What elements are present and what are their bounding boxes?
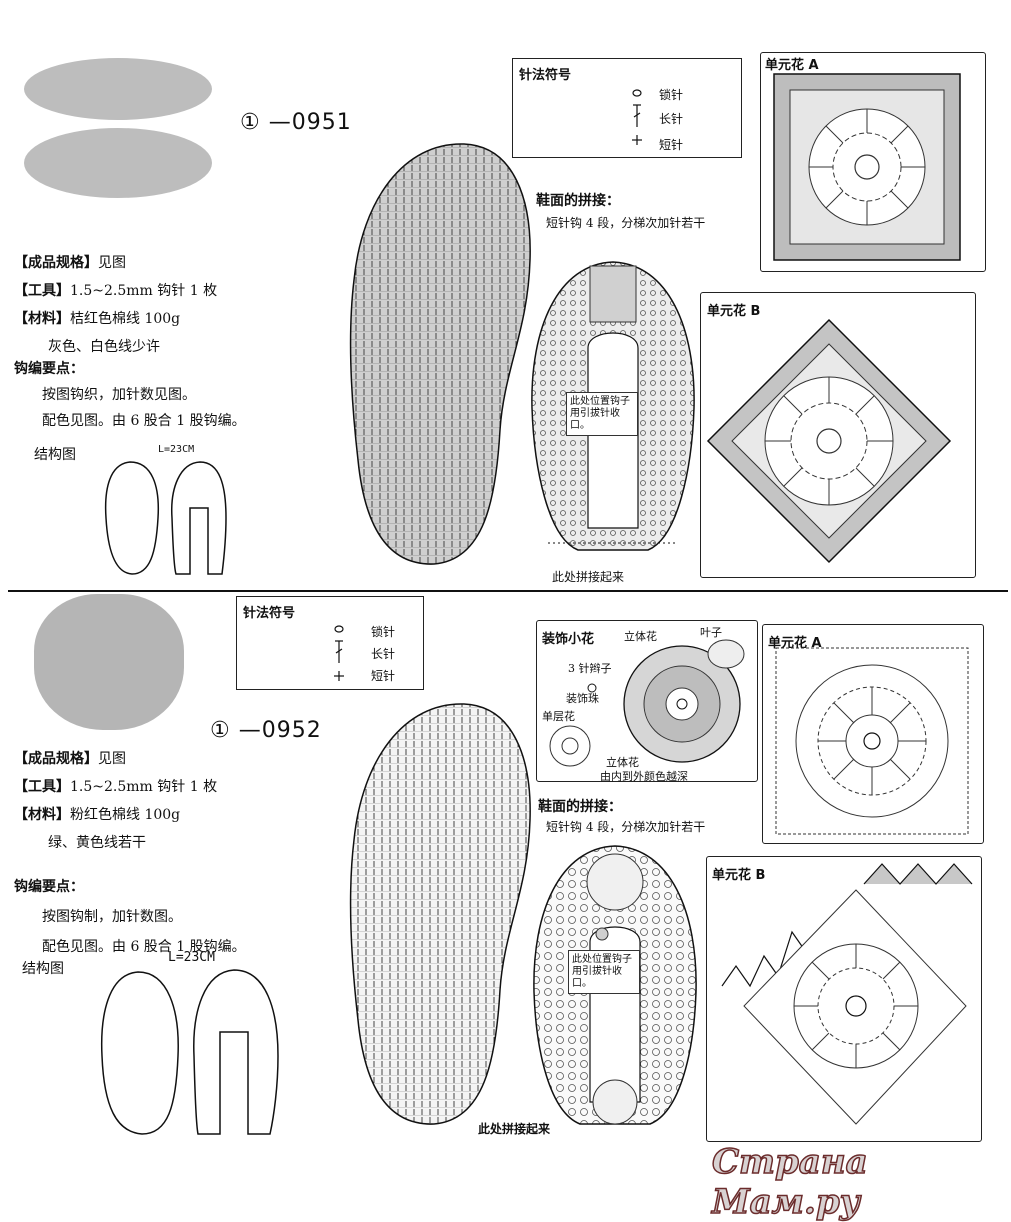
spec-size: 【成品规格】见图 <box>14 751 126 767</box>
specs-block-0952: 【成品规格】见图 【工具】1.5~2.5mm 钩针 1 枚 【材料】粉红色棉线 … <box>14 750 314 956</box>
sole-chart-0951 <box>349 143 531 565</box>
center-note-0951: 此处位置钩子用引拔针收口。 <box>566 392 638 436</box>
join-title-0951: 鞋面的拼接： <box>536 193 620 209</box>
center-note-0952: 此处位置钩子用引拔针收口。 <box>568 950 640 994</box>
note-1: 按图钩织，加针数见图。 <box>42 387 196 403</box>
deco-standing: 立体花 <box>624 630 657 643</box>
spec-material: 【材料】粉红色棉线 100g <box>14 807 181 823</box>
stitch-legend-0951: 针法符号 锁针 长针 短针 <box>512 58 742 158</box>
notes-label: 钩编要点： <box>14 361 84 377</box>
legend-chain: 锁针 <box>371 625 396 639</box>
bottom-note-0952: 此处拼接起来 <box>478 1122 551 1136</box>
slipper-photo-bottom <box>24 128 212 198</box>
legend-double: 长针 <box>371 647 396 661</box>
deco-bead: 装饰珠 <box>566 692 599 705</box>
motif-b-title-0951: 单元花 B <box>707 304 761 319</box>
legend-single: 短针 <box>659 138 684 152</box>
length-label: L=23CM <box>168 950 215 965</box>
legend-title: 针法符号 <box>519 68 572 83</box>
chain-stitch-icon <box>334 625 344 681</box>
motif-b-chart-0952 <box>721 863 973 1125</box>
model-code-0952: ① —0952 <box>210 718 322 743</box>
note-2: 配色见图。由 6 股合 1 股钩编。 <box>42 413 246 429</box>
stitch-legend-0952: 针法符号 锁针 长针 短针 <box>236 596 424 690</box>
join-title-0952: 鞋面的拼接： <box>538 799 622 815</box>
notes-label: 钩编要点： <box>14 879 84 895</box>
deco-leaf: 叶子 <box>700 626 722 639</box>
deco-standing-2: 立体花 <box>606 756 639 769</box>
deco-single-layer: 单层花 <box>542 710 575 723</box>
note-2: 配色见图。由 6 股合 1 股钩编。 <box>42 939 246 955</box>
length-label: L=23CM <box>158 444 195 455</box>
note-1: 按图钩制，加针数图。 <box>42 909 182 925</box>
join-desc-0952: 短针钩 4 段，分梯次加针若干 <box>546 820 706 834</box>
spec-tools: 【工具】1.5~2.5mm 钩针 1 枚 <box>14 283 218 299</box>
structure-diagram-0951 <box>104 461 227 575</box>
specs-block-0951: 【成品规格】见图 【工具】1.5~2.5mm 钩针 1 枚 【材料】桔红色棉线 … <box>14 254 314 430</box>
chain-stitch-icon <box>632 89 642 145</box>
deco-braid: 3 针辫子 <box>568 662 612 675</box>
spec-size: 【成品规格】见图 <box>14 255 126 271</box>
structure-label: 结构图 <box>22 961 64 977</box>
motif-a-title-0951: 单元花 A <box>765 58 819 73</box>
join-desc-0951: 短针钩 4 段，分梯次加针若干 <box>546 216 706 230</box>
sole-chart-0952 <box>349 703 531 1125</box>
spec-tools: 【工具】1.5~2.5mm 钩针 1 枚 <box>14 779 218 795</box>
slipper-photo-pair <box>34 594 184 730</box>
motif-b-title-0952: 单元花 B <box>712 868 766 883</box>
structure-diagram-0952 <box>100 969 279 1135</box>
legend-title: 针法符号 <box>243 606 296 621</box>
slipper-photo-top <box>24 58 212 120</box>
motif-b-chart-0951 <box>706 318 952 564</box>
decoration-flower-chart <box>549 639 745 767</box>
deco-gradient: 由内到外颜色越深 <box>600 770 688 783</box>
structure-label: 结构图 <box>34 447 76 463</box>
legend-chain: 锁针 <box>659 88 684 102</box>
spec-material-extra: 绿、黄色线若干 <box>48 835 146 851</box>
motif-a-chart-0952 <box>775 647 969 835</box>
legend-single: 短针 <box>371 669 396 683</box>
spec-material: 【材料】桔红色棉线 100g <box>14 311 181 327</box>
legend-double: 长针 <box>659 112 684 126</box>
section-divider <box>8 590 1008 592</box>
deco-title: 装饰小花 <box>542 632 595 647</box>
watermark-logo: Страна Мам.ру <box>711 1141 868 1222</box>
motif-a-chart-0951 <box>773 73 961 261</box>
bottom-note-0951: 此处拼接起来 <box>552 570 625 584</box>
motif-a-title-0952: 单元花 A <box>768 636 822 651</box>
model-code-0951: ① —0951 <box>240 110 352 135</box>
spec-material-extra: 灰色、白色线少许 <box>48 339 160 355</box>
